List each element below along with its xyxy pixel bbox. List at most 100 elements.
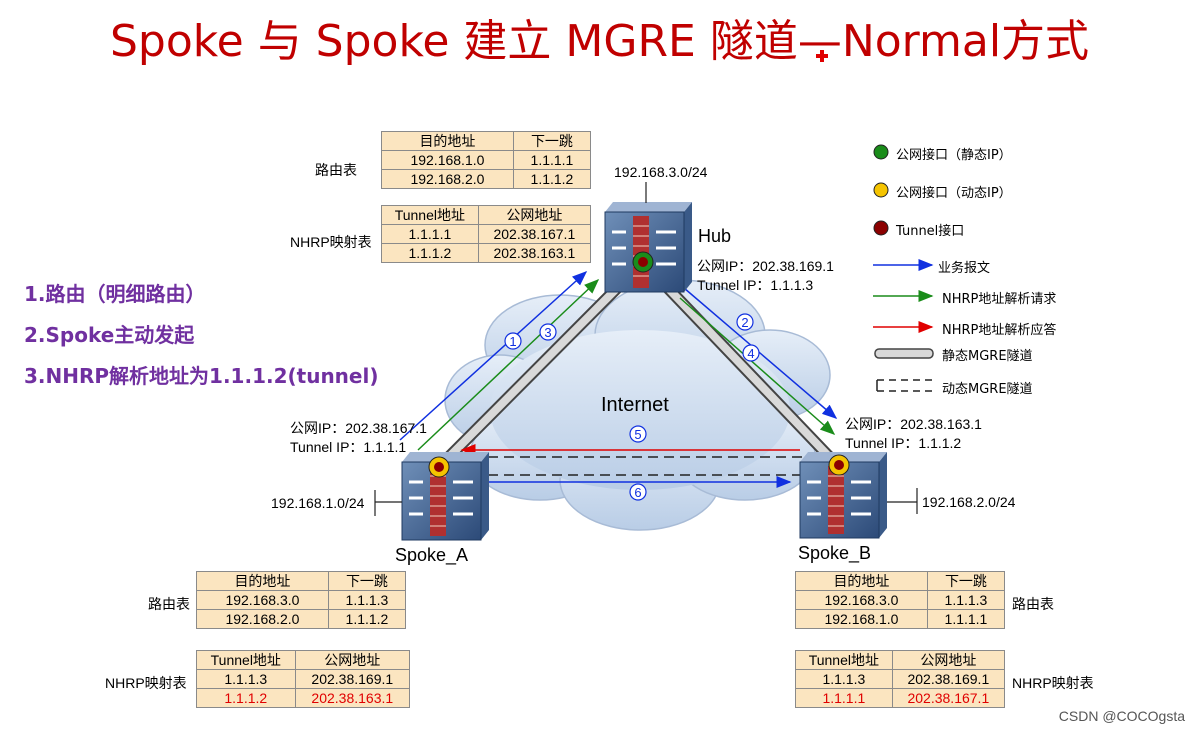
table-cell: 192.168.3.0 xyxy=(196,590,329,610)
arrow-number-5: 5 xyxy=(629,425,647,443)
table-cell: 192.168.2.0 xyxy=(196,609,329,629)
table-cell: 1.1.1.1 xyxy=(795,688,893,708)
step-3: 3.NHRP解析地址为1.1.1.2(tunnel) xyxy=(24,364,379,388)
dynamic-tunnel-a-b xyxy=(440,456,836,476)
spoke-b-nhrp-header-public: 公网地址 xyxy=(891,650,1006,670)
spoke-a-public-dynamic-interface xyxy=(428,456,450,478)
static-tunnel-a-hub xyxy=(432,256,649,474)
spoke-b-public-ip: 公网IP：202.38.163.1 xyxy=(845,416,982,432)
table-cell: 192.168.3.0 xyxy=(795,590,928,610)
hub-route-table-label: 路由表 xyxy=(315,162,357,178)
table-cell: 192.168.1.0 xyxy=(795,609,928,629)
legend-dynamic-tunnel-label: 动态MGRE隧道 xyxy=(942,382,1033,397)
arrow-number-2: 2 xyxy=(736,313,754,331)
table-cell: 1.1.1.3 xyxy=(926,590,1006,610)
hub-subnet: 192.168.3.0/24 xyxy=(614,164,708,180)
table-cell: 202.38.163.1 xyxy=(294,688,411,708)
spoke-b-public-dynamic-interface xyxy=(828,454,850,476)
hub-name: Hub xyxy=(698,226,732,246)
spoke-b-route-header-dest: 目的地址 xyxy=(795,571,928,591)
spoke-a-nhrp-header-public: 公网地址 xyxy=(294,650,411,670)
page-title: Spoke 与 Spoke 建立 MGRE 隧道—Normal方式 xyxy=(109,16,1090,67)
table-cell: 192.168.2.0 xyxy=(381,169,514,189)
svg-text:4: 4 xyxy=(747,346,754,361)
arrow-number-1: 1 xyxy=(504,332,522,350)
hub-public-ip: 公网IP：202.38.169.1 xyxy=(697,258,834,274)
spoke-b-route-header-next: 下一跳 xyxy=(926,571,1006,591)
spoke-a-nhrp-table-label: NHRP映射表 xyxy=(105,675,187,691)
spoke-b-nhrp-header-tunnel: Tunnel地址 xyxy=(795,650,893,670)
spoke-a-route-table-label: 路由表 xyxy=(148,596,190,612)
arrow-business-hub-b xyxy=(683,287,838,419)
hub-nhrp-table-label: NHRP映射表 xyxy=(290,234,372,250)
table-cell: 202.38.163.1 xyxy=(477,243,592,263)
legend-nhrp-reply: NHRP地址解析应答 xyxy=(942,323,1057,338)
legend-business: 业务报文 xyxy=(938,261,991,276)
table-cell: 202.38.169.1 xyxy=(891,669,1006,689)
table-cell: 202.38.167.1 xyxy=(891,688,1006,708)
spoke-b-firewall-icon xyxy=(799,452,887,539)
legend-symbols xyxy=(873,144,935,392)
hub-route-header-dest: 目的地址 xyxy=(381,131,514,151)
spoke-a-subnet: 192.168.1.0/24 xyxy=(271,495,365,511)
arrow-number-3: 3 xyxy=(539,323,557,341)
table-cell: 202.38.167.1 xyxy=(477,224,592,244)
static-tunnel-hub-b xyxy=(637,256,844,472)
spoke-b-route-table-label: 路由表 xyxy=(1012,596,1054,612)
svg-text:5: 5 xyxy=(634,427,641,442)
legend-static-tunnel-label: 静态MGRE隧道 xyxy=(942,349,1033,364)
hub-nhrp-header-public: 公网地址 xyxy=(477,205,592,225)
arrow-nhrp-request-a-hub xyxy=(417,278,600,451)
spoke-b-nhrp-table-label: NHRP映射表 xyxy=(1012,675,1094,691)
table-cell: 1.1.1.3 xyxy=(327,590,407,610)
step-2: 2.Spoke主动发起 xyxy=(24,323,195,347)
spoke-a-firewall-icon xyxy=(401,452,489,541)
arrow-business-a-hub xyxy=(399,270,588,441)
legend-static-ip: 公网接口（静态IP） xyxy=(896,148,1012,163)
legend-dynamic-ip: 公网接口（动态IP） xyxy=(896,186,1012,201)
legend-static-tunnel xyxy=(874,348,934,359)
spoke-b-name: Spoke_B xyxy=(798,543,872,563)
legend-nhrp-request: NHRP地址解析请求 xyxy=(942,292,1057,307)
svg-text:2: 2 xyxy=(741,315,748,330)
legend-static-ip-dot xyxy=(873,144,889,160)
arrow-number-4: 4 xyxy=(742,344,760,362)
legend-dynamic-ip-dot xyxy=(873,182,889,198)
table-cell: 1.1.1.2 xyxy=(327,609,407,629)
step-1: 1.路由（明细路由） xyxy=(24,282,206,306)
table-cell: 1.1.1.3 xyxy=(795,669,893,689)
internet-label: Internet xyxy=(601,394,669,416)
table-cell: 1.1.1.2 xyxy=(512,169,592,189)
spoke-a-route-header-dest: 目的地址 xyxy=(196,571,329,591)
svg-text:3: 3 xyxy=(544,325,551,340)
legend-tunnel-dot xyxy=(873,220,889,236)
title-plus-mark xyxy=(816,50,828,62)
hub-firewall-icon xyxy=(604,202,692,293)
arrow-nhrp-request-hub-b xyxy=(679,297,836,435)
hub-nhrp-header-tunnel: Tunnel地址 xyxy=(381,205,479,225)
legend-dynamic-tunnel xyxy=(876,379,935,392)
spoke-b-tunnel-ip: Tunnel IP：1.1.1.2 xyxy=(845,435,962,451)
spoke-a-public-ip: 公网IP：202.38.167.1 xyxy=(290,420,427,436)
table-cell: 1.1.1.2 xyxy=(381,243,479,263)
watermark: CSDN @COCOgsta xyxy=(1058,708,1185,724)
spoke-a-name: Spoke_A xyxy=(395,545,469,565)
legend-tunnel-interface: Tunnel接口 xyxy=(896,224,965,239)
table-cell: 202.38.169.1 xyxy=(294,669,411,689)
table-cell: 1.1.1.1 xyxy=(512,150,592,170)
table-cell: 1.1.1.2 xyxy=(196,688,296,708)
svg-text:1: 1 xyxy=(509,334,516,349)
spoke-a-nhrp-header-tunnel: Tunnel地址 xyxy=(196,650,296,670)
table-cell: 1.1.1.1 xyxy=(926,609,1006,629)
table-cell: 1.1.1.1 xyxy=(381,224,479,244)
hub-route-header-next: 下一跳 xyxy=(512,131,592,151)
spoke-b-subnet: 192.168.2.0/24 xyxy=(922,494,1016,510)
hub-tunnel-ip: Tunnel IP：1.1.1.3 xyxy=(697,277,814,293)
table-cell: 192.168.1.0 xyxy=(381,150,514,170)
